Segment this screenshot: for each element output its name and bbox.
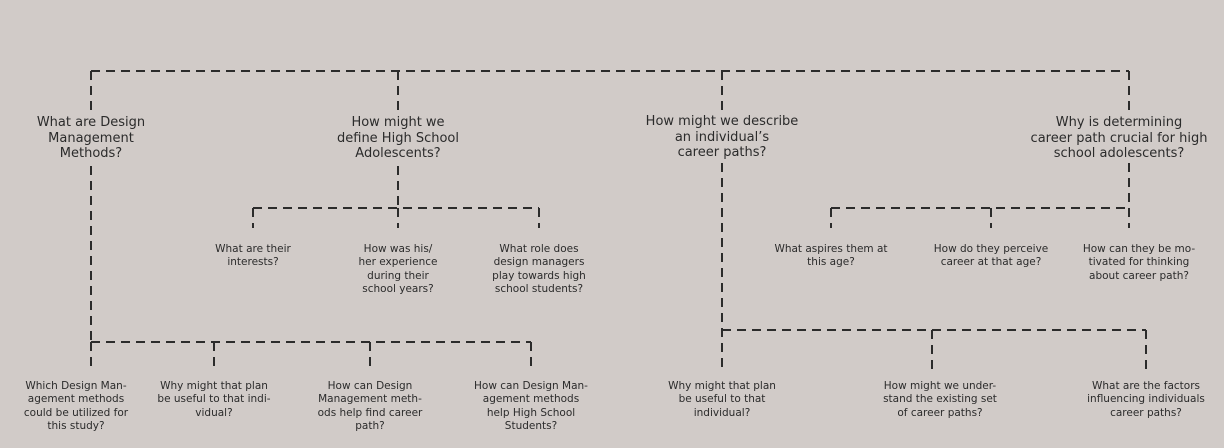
question-describe-career-paths: How might we describe an individual’s ca…: [645, 114, 799, 160]
question-what-aspires-them: What aspires them at this age?: [774, 243, 888, 269]
question-design-management-methods: What are Design Management Methods?: [36, 115, 146, 161]
question-dm-find-career-path: How can Design Management meth- ods help…: [317, 380, 423, 432]
question-motivated-career-path: How can they be mo- tivated for thinking…: [1082, 243, 1196, 282]
question-perceive-career: How do they perceive career at that age?: [933, 243, 1049, 269]
question-their-interests: What are their interests?: [215, 243, 291, 269]
question-why-career-path-crucial: Why is determining career path crucial f…: [1030, 115, 1208, 161]
question-plan-useful-individual: Why might that plan be useful to that in…: [157, 380, 271, 419]
question-design-managers-role: What role does design managers play towa…: [492, 243, 586, 295]
question-plan-useful-career: Why might that plan be useful to that in…: [668, 380, 776, 419]
question-existing-career-paths: How might we under- stand the existing s…: [883, 380, 997, 419]
question-dm-help-students: How can Design Man- agement methods help…: [474, 380, 588, 432]
question-dm-methods-utilized: Which Design Man- agement methods could …: [23, 380, 129, 432]
question-define-high-school-adolescents: How might we define High School Adolesce…: [337, 115, 459, 161]
question-factors-career-paths: What are the factors influencing individ…: [1087, 380, 1205, 419]
question-school-experience: How was his/ her experience during their…: [358, 243, 438, 295]
